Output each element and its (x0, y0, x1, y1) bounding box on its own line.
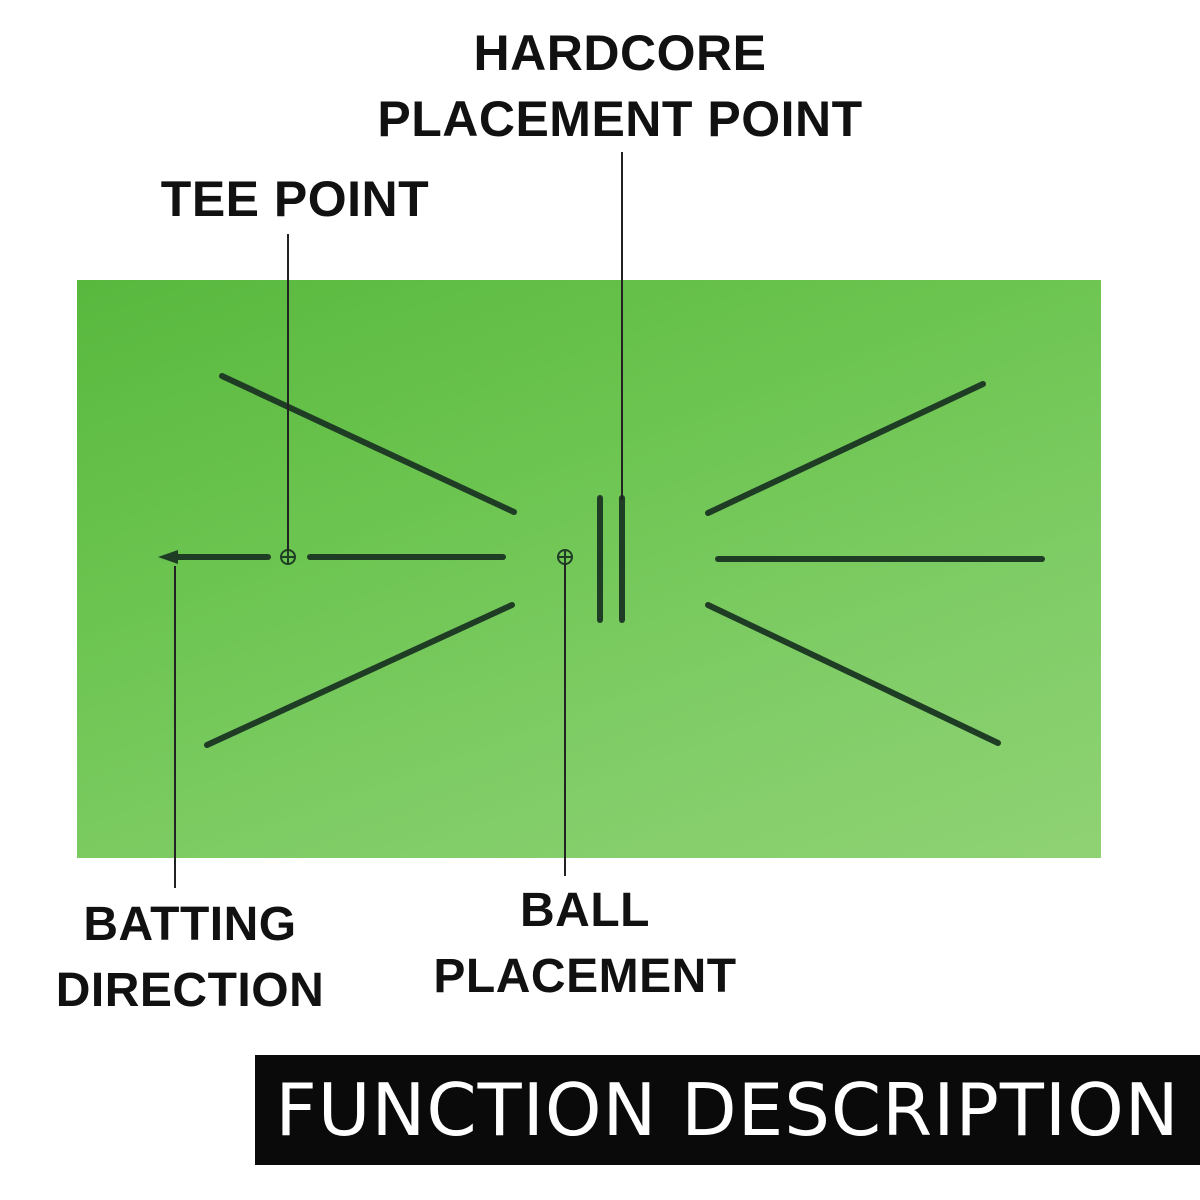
golf-hitting-mat (77, 280, 1101, 858)
arrow-left-icon (158, 550, 271, 564)
ball-placement-crosshair-icon (557, 549, 573, 565)
upper-right-diagonal (705, 381, 986, 516)
tee-point-crosshair-icon (280, 549, 296, 565)
banner-title: FUNCTION DESCRIPTION (275, 1068, 1180, 1152)
ball-label-line-1: BALL (520, 884, 650, 937)
pointer-lines (174, 152, 623, 888)
hardcore-label-line-2: PLACEMENT POINT (377, 91, 863, 147)
lower-right-diagonal (705, 602, 1001, 746)
ball-placement-label: BALL PLACEMENT (400, 878, 770, 1010)
tee-point-label: TEE POINT (160, 171, 430, 227)
hardcore-label-line-1: HARDCORE (473, 25, 767, 81)
batting-label-line-2: DIRECTION (55, 964, 325, 1017)
batting-label-line-1: BATTING (83, 898, 297, 951)
function-description-banner: FUNCTION DESCRIPTION (255, 1055, 1200, 1165)
mat-guide-lines (204, 373, 1045, 748)
batting-direction-label: BATTING DIRECTION (30, 892, 350, 1024)
lower-left-diagonal (204, 602, 515, 748)
upper-left-diagonal (219, 373, 517, 515)
ball-label-line-2: PLACEMENT (433, 950, 737, 1003)
hardcore-placement-point-label: HARDCORE PLACEMENT POINT (340, 20, 900, 152)
